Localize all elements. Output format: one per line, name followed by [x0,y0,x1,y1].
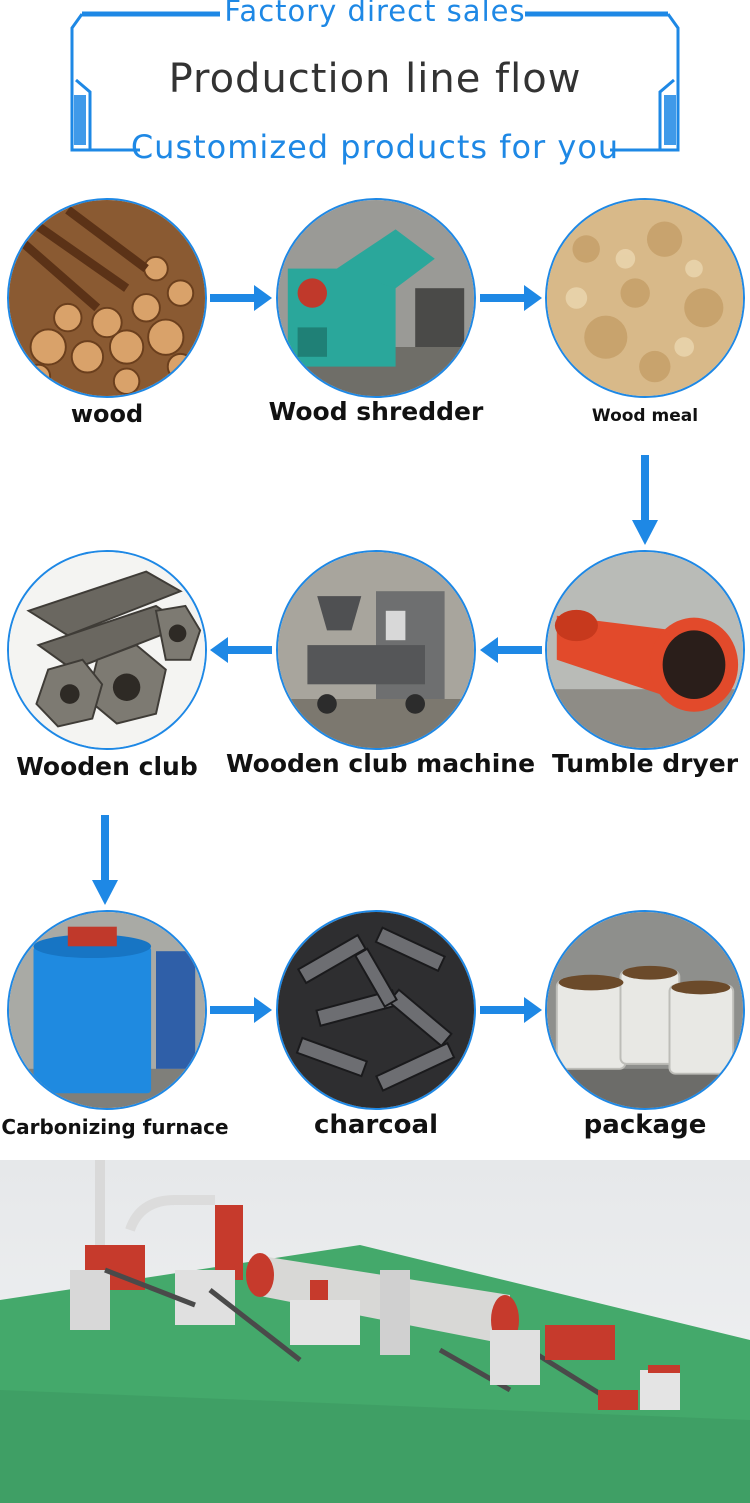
step-label-wood-shredder: Wood shredder [268,397,484,426]
wood-meal-image [545,198,745,398]
wood-shredder-image [276,198,476,398]
tumble-dryer-image [545,550,745,750]
wood-image [7,198,207,398]
step-label-wood-meal: Wood meal [591,406,699,426]
header: Factory direct sales Production line flo… [0,0,750,175]
package-image [545,910,745,1110]
step-label-tumble-dryer: Tumble dryer [551,749,739,778]
page-title: Production line flow [168,56,582,102]
wooden-club-image [7,550,207,750]
header-frame [70,11,680,152]
arrow-left-icon [210,637,272,663]
carbonizing-furnace-image [7,910,207,1110]
arrow-left-icon [480,637,542,663]
arrow-down-icon [92,815,118,905]
arrow-right-icon [480,997,542,1023]
step-label-charcoal: charcoal [313,1110,439,1140]
arrow-right-icon [210,285,272,311]
wooden-club-machine-image [276,550,476,750]
production-plant-image [0,1160,750,1503]
step-label-wooden-club-machine: Wooden club machine [226,749,536,778]
arrow-right-icon [480,285,542,311]
step-label-package: package [583,1110,707,1140]
factory-direct-sales-text: Factory direct sales [224,0,526,28]
charcoal-image [276,910,476,1110]
step-label-wood: wood [70,400,144,428]
step-label-wooden-club: Wooden club [16,752,198,781]
arrow-down-icon [632,455,658,545]
step-label-carbonizing-furnace: Carbonizing furnace [1,1115,229,1139]
page-subtitle: Customized products for you [130,128,620,166]
arrow-right-icon [210,997,272,1023]
